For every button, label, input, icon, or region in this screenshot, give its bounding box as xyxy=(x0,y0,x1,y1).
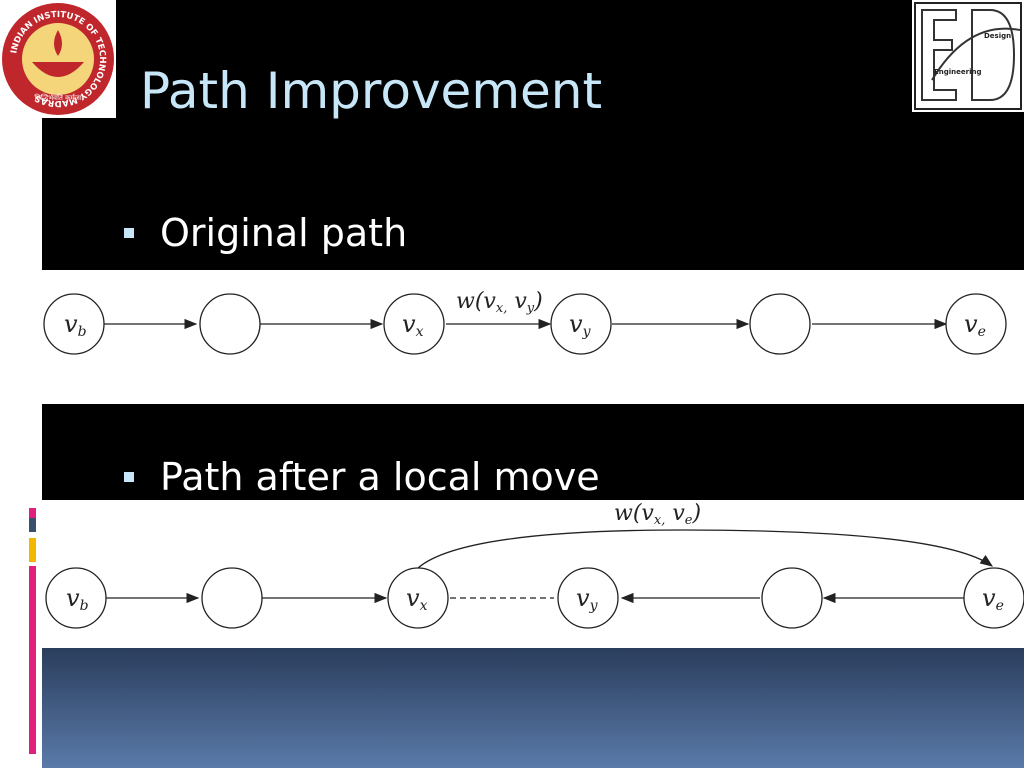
bottom-gradient-band xyxy=(42,648,1024,768)
slide-title: Path Improvement xyxy=(140,62,603,120)
bullet-path-after-local-move: Path after a local move xyxy=(124,458,600,496)
bullet-square-icon xyxy=(124,228,134,238)
bullet-square-icon xyxy=(124,472,134,482)
label-ve: ve xyxy=(964,310,986,340)
node-ve xyxy=(945,293,1007,355)
accent-bar-gold xyxy=(29,538,36,562)
lamp-flame-icon xyxy=(54,30,62,56)
diagram-local-move-path: vb vx vy ve w(vx, ve) xyxy=(42,500,1024,648)
label-vx: vx xyxy=(402,310,424,340)
label-ve: ve xyxy=(982,584,1004,614)
ed-logo-engineering-text: Engineering xyxy=(934,68,982,76)
accent-bar-pink xyxy=(29,566,36,754)
node-empty-1 xyxy=(201,567,263,629)
node-empty-2 xyxy=(761,567,823,629)
node-vb xyxy=(43,293,105,355)
node-vx xyxy=(387,567,449,629)
node-vb xyxy=(45,567,107,629)
edge-vx-ve-arc xyxy=(417,529,994,569)
node-ve xyxy=(963,567,1024,629)
weight-label-vx-ve: w(vx, ve) xyxy=(614,501,701,528)
swoosh-arc-icon xyxy=(931,27,1021,81)
node-vy xyxy=(550,293,612,355)
original-path-svg: vb vx vy ve w(vx, vy) xyxy=(43,289,1007,355)
letter-d-icon xyxy=(971,9,1016,101)
logo-inner-disc xyxy=(22,23,94,95)
bullet-original-path: Original path xyxy=(124,214,407,252)
diagram-original-path: vb vx vy ve w(vx, vy) xyxy=(42,270,1024,404)
label-vb: vb xyxy=(66,584,89,614)
label-vy: vy xyxy=(576,584,599,614)
bullet-text: Original path xyxy=(160,211,408,255)
accent-bar-navy xyxy=(29,518,36,532)
label-vy: vy xyxy=(569,310,592,340)
label-vx: vx xyxy=(406,584,428,614)
ed-logo-svg: Design Engineering xyxy=(914,2,1022,110)
node-empty-1 xyxy=(199,293,261,355)
bullet-text: Path after a local move xyxy=(160,455,600,499)
local-move-path-svg: vb vx vy ve w(vx, ve) xyxy=(45,501,1024,629)
ed-logo-design-text: Design xyxy=(984,32,1011,40)
weight-label-vx-vy: w(vx, vy) xyxy=(456,289,543,316)
lamp-bowl-icon xyxy=(32,62,84,77)
iit-logo-svg: INDIAN INSTITUTE OF TECHNOLOGY MADRAS सि… xyxy=(2,3,114,115)
node-vy xyxy=(557,567,619,629)
engineering-design-logo: Design Engineering xyxy=(912,0,1024,112)
letter-e-icon xyxy=(921,9,957,101)
iit-madras-logo: INDIAN INSTITUTE OF TECHNOLOGY MADRAS सि… xyxy=(0,0,116,118)
logo-motto: सिद्धिर्भवति कर्मजा xyxy=(34,93,82,102)
label-vb: vb xyxy=(64,310,87,340)
node-vx xyxy=(383,293,445,355)
node-empty-2 xyxy=(749,293,811,355)
